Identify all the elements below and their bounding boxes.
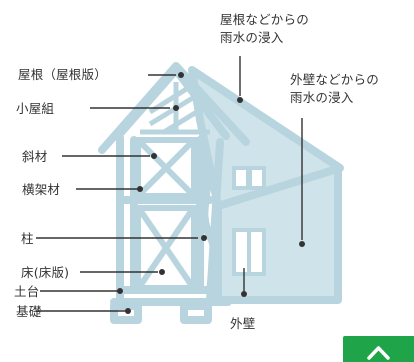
label-roof-leak-line2: 雨水の浸入	[220, 30, 284, 45]
label-roof: 屋根（屋根版）	[18, 67, 107, 82]
label-koyagumi: 小屋組	[16, 101, 55, 116]
koyagumi-lattice	[140, 82, 210, 135]
cutaway-edge	[200, 156, 219, 304]
leader-lines	[36, 56, 303, 312]
label-floor: 床(床版)	[21, 265, 70, 280]
scroll-to-top-button[interactable]	[343, 336, 414, 362]
windows	[232, 166, 266, 276]
label-column: 柱	[21, 231, 34, 246]
leader-dots	[117, 72, 305, 314]
label-exterior-wall: 外壁	[230, 316, 256, 331]
label-roof-leak-line1: 屋根などからの	[220, 12, 309, 27]
label-sill: 土台	[14, 284, 40, 299]
label-wall-leak-line2: 雨水の浸入	[290, 90, 354, 105]
chevron-up-icon	[367, 346, 390, 360]
label-foundation: 基礎	[16, 304, 42, 319]
label-cross-member: 横架材	[22, 182, 61, 197]
label-wall-leak-line1: 外壁などからの	[290, 72, 379, 87]
foundation-block-right	[180, 302, 212, 324]
braces	[135, 137, 197, 291]
roof-eave	[98, 62, 250, 154]
label-brace: 斜材	[22, 149, 48, 164]
